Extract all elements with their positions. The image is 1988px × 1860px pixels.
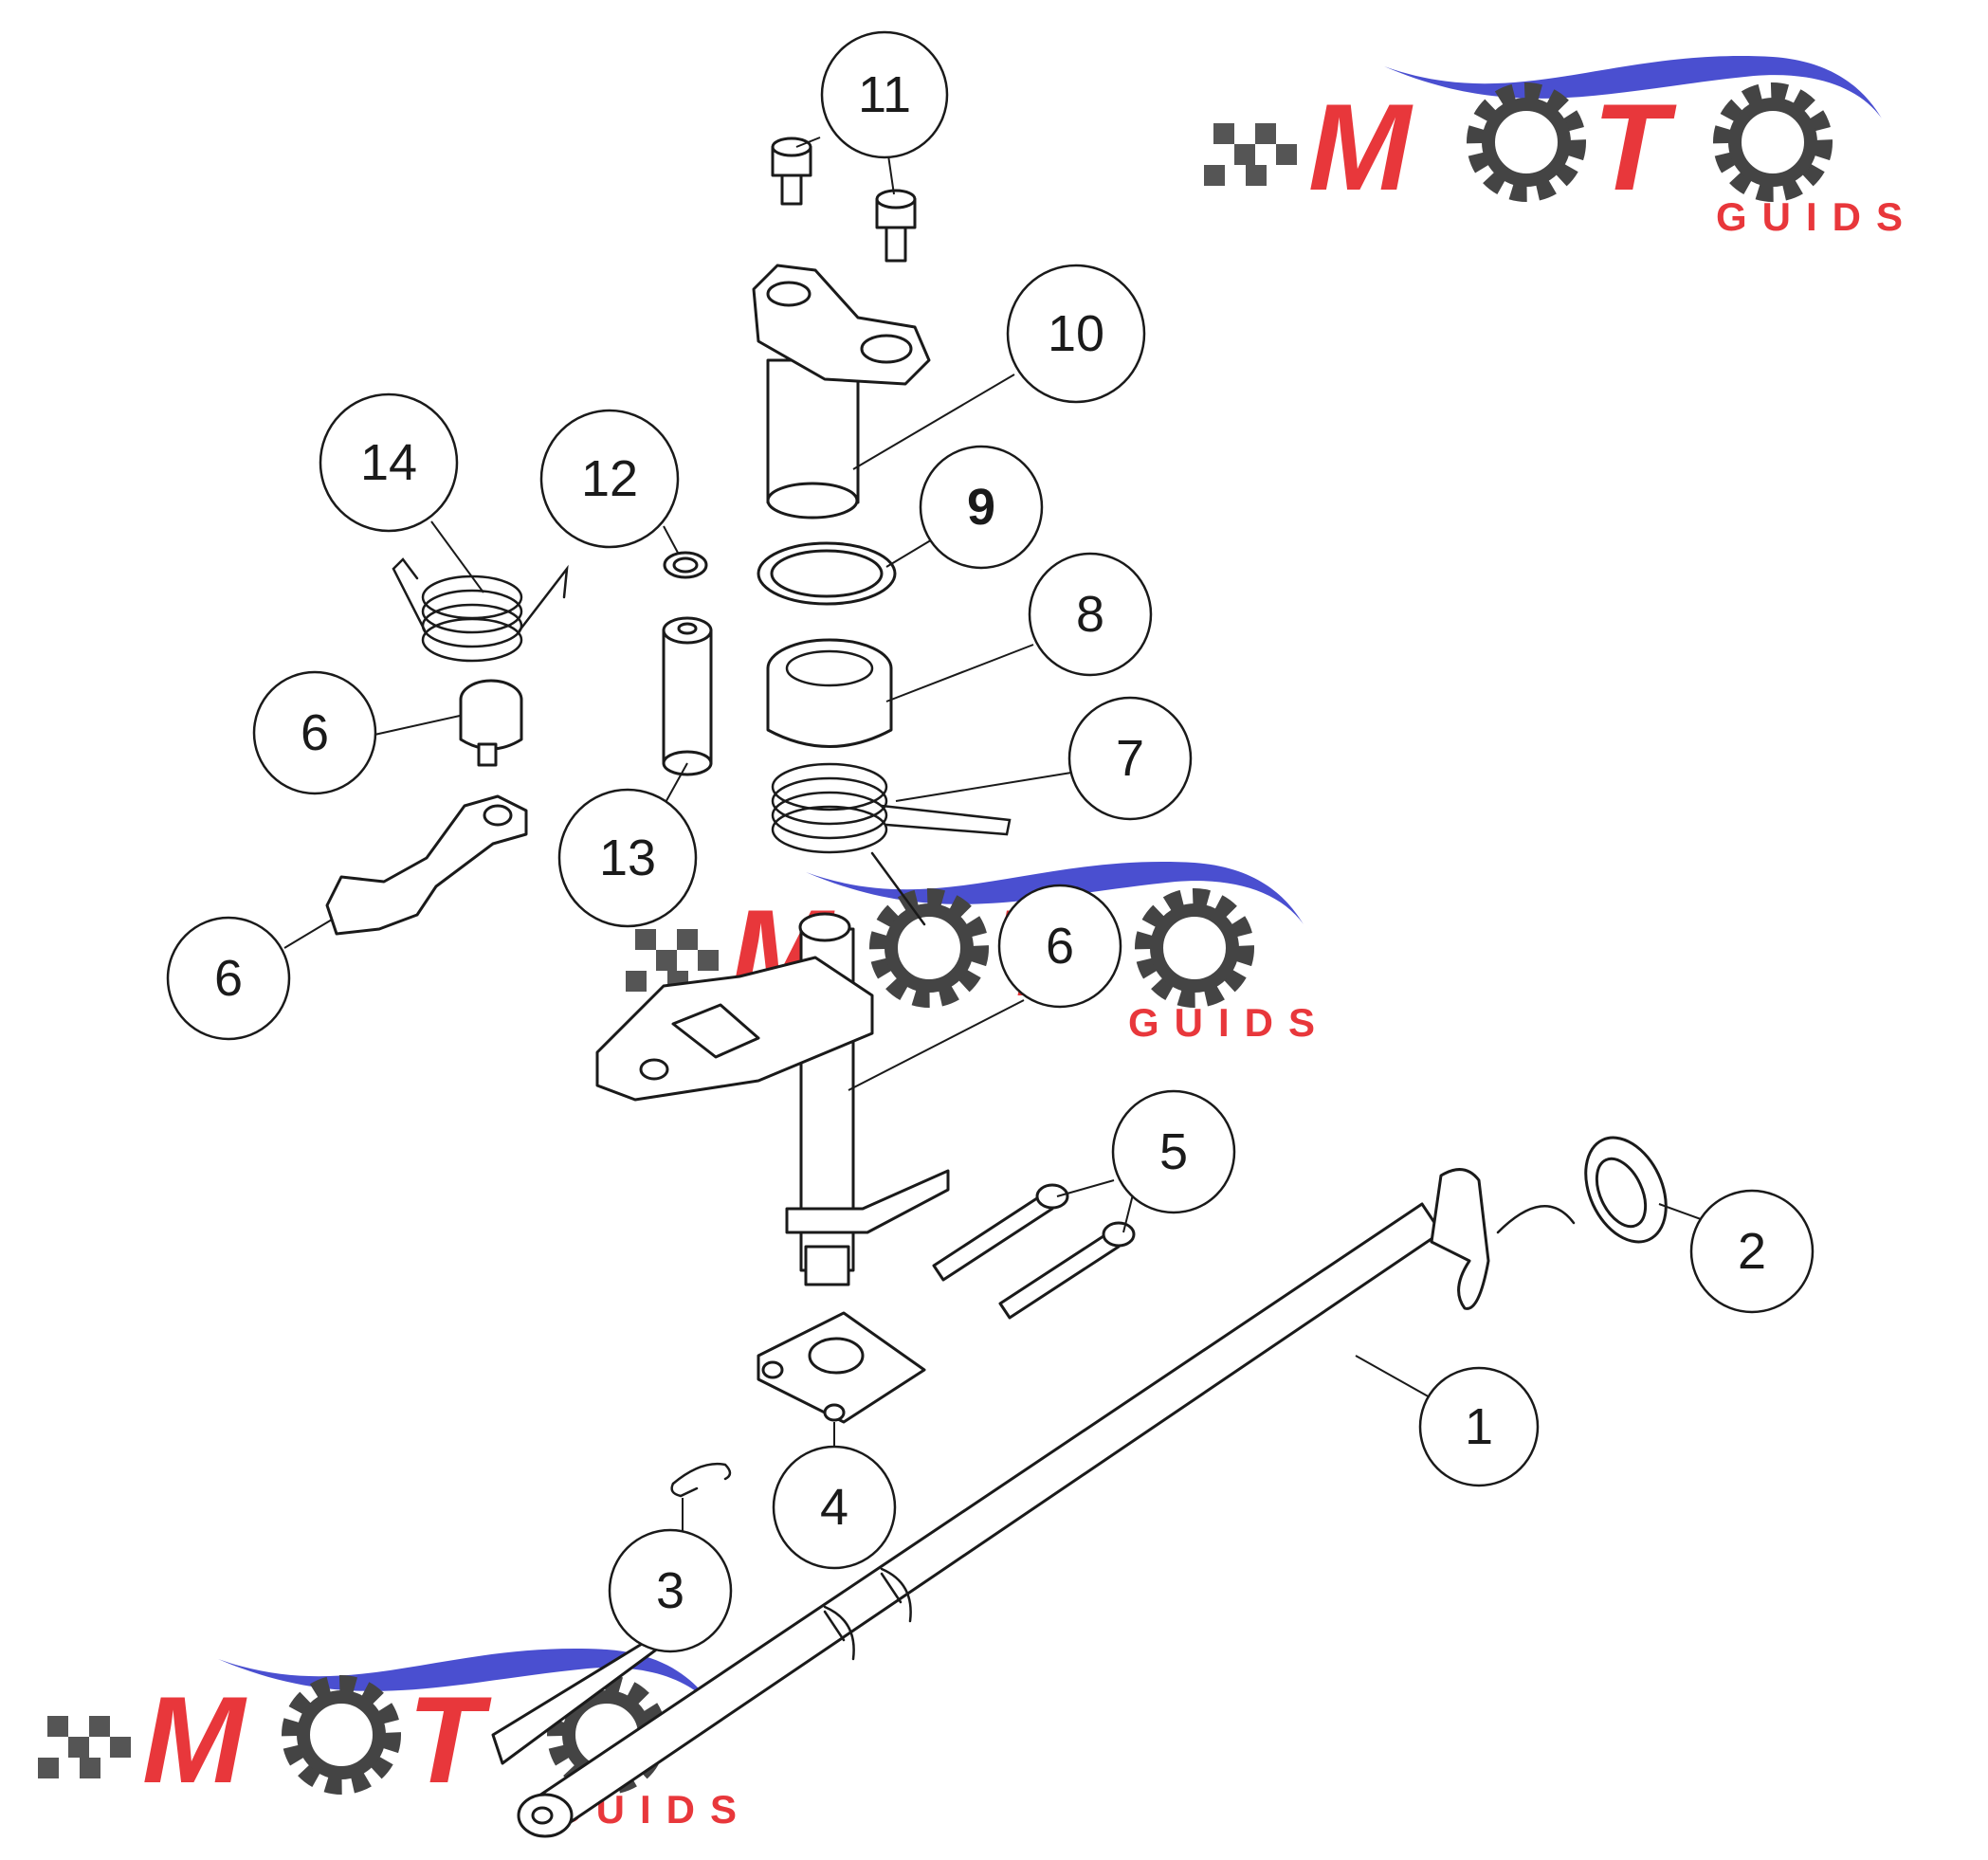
callout-6-bushing: 6	[252, 670, 377, 795]
callout-label: 13	[599, 830, 656, 886]
callout-3: 3	[608, 1528, 733, 1653]
callout-label: 6	[214, 950, 243, 1007]
callout-label: 1	[1465, 1398, 1493, 1455]
callout-2: 2	[1689, 1189, 1815, 1314]
callout-6-lever-assembly: 6	[997, 884, 1122, 1009]
checker-flag	[1204, 123, 1297, 186]
callout-label: 7	[1116, 730, 1144, 787]
part-bushing	[766, 638, 893, 748]
watermark-letter-t: T	[1593, 78, 1677, 216]
gear-icon	[1713, 82, 1833, 202]
part-clip	[670, 1462, 732, 1498]
part-washer	[1584, 1136, 1668, 1244]
callout-1: 1	[1418, 1366, 1540, 1487]
callout-label: 2	[1738, 1223, 1766, 1280]
part-torsion-spring	[771, 762, 1012, 926]
watermark-logo-top: M T GUIDS	[1204, 56, 1918, 239]
part-block	[757, 1311, 926, 1424]
part-bushing-small	[459, 679, 523, 767]
swoosh-shape	[218, 1649, 716, 1711]
callout-label: 9	[967, 479, 995, 536]
callout-13: 13	[557, 788, 698, 928]
gear-icon	[1467, 82, 1586, 202]
callout-5: 5	[1111, 1089, 1236, 1214]
callout-label: 4	[820, 1479, 848, 1536]
callout-label: 5	[1159, 1123, 1188, 1180]
watermark-letter-m: M	[1308, 78, 1413, 216]
callout-10: 10	[1006, 264, 1146, 404]
gear-icon	[869, 888, 989, 1008]
gear-icon	[282, 1675, 401, 1795]
callout-label: 6	[1046, 918, 1074, 975]
part-lever-plate	[325, 794, 528, 936]
part-o-ring	[757, 541, 897, 606]
part-small-bolts	[771, 137, 917, 263]
callout-label: 8	[1076, 586, 1104, 643]
callout-9: 9	[919, 445, 1044, 570]
callout-label: 3	[656, 1562, 684, 1619]
swoosh-shape	[1384, 56, 1882, 119]
part-bolts-pair	[932, 1183, 1136, 1320]
callout-label: 6	[301, 704, 329, 761]
callout-8: 8	[1028, 552, 1153, 677]
callout-label: 14	[360, 434, 417, 491]
callout-14: 14	[319, 392, 459, 533]
part-upper-shaft	[752, 264, 931, 520]
callout-12: 12	[539, 409, 680, 549]
callout-7: 7	[1067, 696, 1193, 821]
part-small-o-ring	[663, 551, 708, 579]
callout-11: 11	[820, 30, 949, 159]
watermark-letter-m: M	[142, 1670, 247, 1809]
part-shift-shaft	[491, 1168, 1576, 1838]
part-shift-lever-assembly	[595, 912, 950, 1286]
gear-icon	[1135, 888, 1254, 1008]
callout-label: 10	[1048, 305, 1104, 362]
callout-label: 11	[858, 66, 911, 123]
part-coil-spring	[392, 557, 569, 663]
part-pin	[662, 616, 713, 776]
watermark-sub-text: GUIDS	[1716, 194, 1918, 239]
callout-4: 4	[772, 1445, 897, 1570]
watermark-sub-text: GUIDS	[1128, 1000, 1330, 1045]
watermark-letter-t: T	[408, 1670, 492, 1809]
checker-flag	[38, 1716, 131, 1778]
callout-label: 12	[581, 450, 638, 507]
callout-6-lever-plate: 6	[166, 916, 291, 1041]
